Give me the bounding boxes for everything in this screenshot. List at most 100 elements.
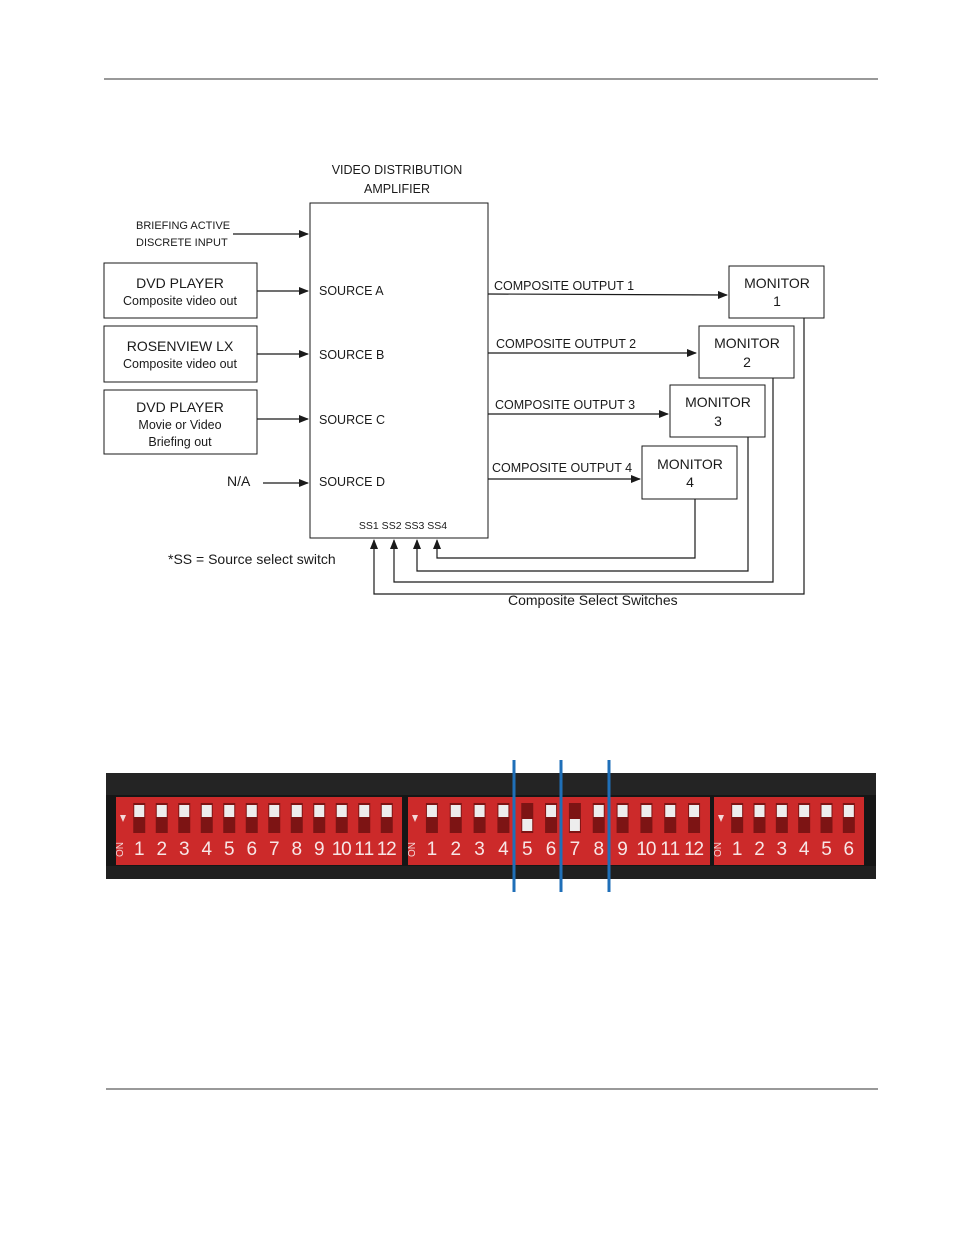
dip-switch-number: 5	[224, 839, 235, 860]
dip-switch-number: 1	[732, 839, 743, 860]
dip-switch-lever	[498, 805, 509, 817]
amplifier-title-line2: AMPLIFIER	[364, 182, 430, 196]
dip-switch-number: 2	[156, 839, 167, 860]
monitor-number: 3	[714, 413, 722, 429]
feedback-line-ss1	[370, 318, 805, 595]
dip-switch-number: 8	[291, 839, 302, 860]
dip-switch-lever	[381, 805, 392, 817]
monitor-box	[669, 384, 766, 438]
dip-on-arrow-icon	[120, 815, 126, 822]
input-device-title: ROSENVIEW LX	[127, 338, 234, 354]
dip-switch-number: 7	[570, 839, 581, 860]
input-device-subtitle: Composite video out	[123, 294, 237, 308]
dip-switch-number: 11	[660, 839, 680, 860]
monitor-2: MONITOR 2	[698, 325, 795, 379]
monitor-title: MONITOR	[685, 394, 751, 410]
output-1-arrow	[487, 290, 728, 299]
dip-switch-lever	[224, 805, 235, 817]
input-device-box	[103, 262, 258, 319]
dip-on-arrow-icon	[718, 815, 724, 822]
input-device-rosenview: ROSENVIEW LX Composite video out	[103, 325, 258, 383]
ss-footnote: *SS = Source select switch	[168, 551, 336, 567]
input-device-subtitle-2: Briefing out	[148, 435, 212, 449]
dip-switch-number: 5	[522, 839, 533, 860]
dip-switch-lever	[522, 819, 533, 831]
feedback-line-ss2	[390, 378, 774, 583]
output-3-label: COMPOSITE OUTPUT 3	[495, 398, 635, 412]
dip-switch-number: 12	[684, 839, 704, 860]
dip-switch-number: 9	[617, 839, 628, 860]
dip-switch-lever	[156, 805, 167, 817]
source-b-label: SOURCE B	[319, 348, 384, 362]
dip-switch-number: 12	[377, 839, 397, 860]
dip-switch-number: 6	[546, 839, 557, 860]
source-d-label: SOURCE D	[319, 475, 385, 489]
monitor-box	[698, 325, 795, 379]
dip-switch-number: 2	[450, 839, 461, 860]
dip-switch-lever	[179, 805, 190, 817]
source-c-label: SOURCE C	[319, 413, 385, 427]
dip-switch-number: 1	[427, 839, 438, 860]
monitor-3: MONITOR 3	[669, 384, 766, 438]
dip-switch-number: 1	[134, 839, 145, 860]
dip-switch-lever	[359, 805, 370, 817]
dip-switch-number: 4	[201, 839, 212, 860]
dip-switch-number: 9	[314, 839, 325, 860]
monitor-4: MONITOR 4	[641, 445, 738, 500]
dip-switch-number: 3	[179, 839, 190, 860]
monitor-title: MONITOR	[744, 275, 810, 291]
input-device-title: DVD PLAYER	[136, 275, 224, 291]
monitor-number: 4	[686, 474, 694, 490]
monitor-box	[728, 265, 825, 319]
dip-on-label: ON	[713, 842, 724, 857]
dip-switch-number: 8	[593, 839, 604, 860]
feedback-line-ss4	[433, 499, 696, 559]
dip-switch-number: 4	[799, 839, 810, 860]
amplifier-title-line1: VIDEO DISTRIBUTION	[332, 163, 463, 177]
dip-switch-number: 11	[354, 839, 374, 860]
dip-switch-lever	[665, 805, 676, 817]
dip-on-label: ON	[115, 842, 126, 857]
dip-switch-lever	[569, 819, 580, 831]
dip-switch-number: 3	[474, 839, 485, 860]
dip-switch-number: 10	[332, 839, 352, 860]
source-a-label: SOURCE A	[319, 284, 384, 298]
feedback-label: Composite Select Switches	[508, 592, 678, 608]
dip-switch-lever	[336, 805, 347, 817]
input-device-box	[103, 389, 258, 455]
input-device-dvd-player: DVD PLAYER Composite video out	[103, 262, 258, 319]
dip-switch-lever	[641, 805, 652, 817]
amplifier-box	[309, 202, 489, 539]
output-2-label: COMPOSITE OUTPUT 2	[496, 337, 636, 351]
dip-switch-number: 7	[269, 839, 280, 860]
input-device-box	[103, 325, 258, 383]
dip-switch-lever	[269, 805, 280, 817]
dip-switch-lever	[754, 805, 765, 817]
dip-switch-number: 5	[821, 839, 832, 860]
output-4-label: COMPOSITE OUTPUT 4	[492, 461, 632, 475]
dip-switch-number: 2	[754, 839, 765, 860]
dip-switch-lever	[593, 805, 604, 817]
input-device-subtitle: Composite video out	[123, 357, 237, 371]
switch-labels: SS1 SS2 SS3 SS4	[359, 520, 447, 532]
monitor-1: MONITOR 1	[728, 265, 825, 319]
dip-switch-lever	[291, 805, 302, 817]
monitor-number: 1	[773, 293, 781, 309]
feedback-line-ss3	[413, 437, 749, 572]
dip-switch-lever	[617, 805, 628, 817]
input-device-subtitle: Movie or Video	[138, 418, 221, 432]
dip-housing-top	[106, 773, 876, 795]
dip-markers	[512, 760, 611, 892]
block-diagram: VIDEO DISTRIBUTION AMPLIFIER SOURCE A SO…	[103, 163, 825, 608]
dip-switch-number: 10	[636, 839, 656, 860]
briefing-input-line1: BRIEFING ACTIVE	[136, 220, 230, 232]
dip-switch-number: 6	[246, 839, 257, 860]
dip-switch-lever	[246, 805, 257, 817]
dip-switch-lever	[546, 805, 557, 817]
monitor-number: 2	[743, 354, 751, 370]
briefing-input-line2: DISCRETE INPUT	[136, 237, 228, 249]
dip-switch-number: 4	[498, 839, 509, 860]
